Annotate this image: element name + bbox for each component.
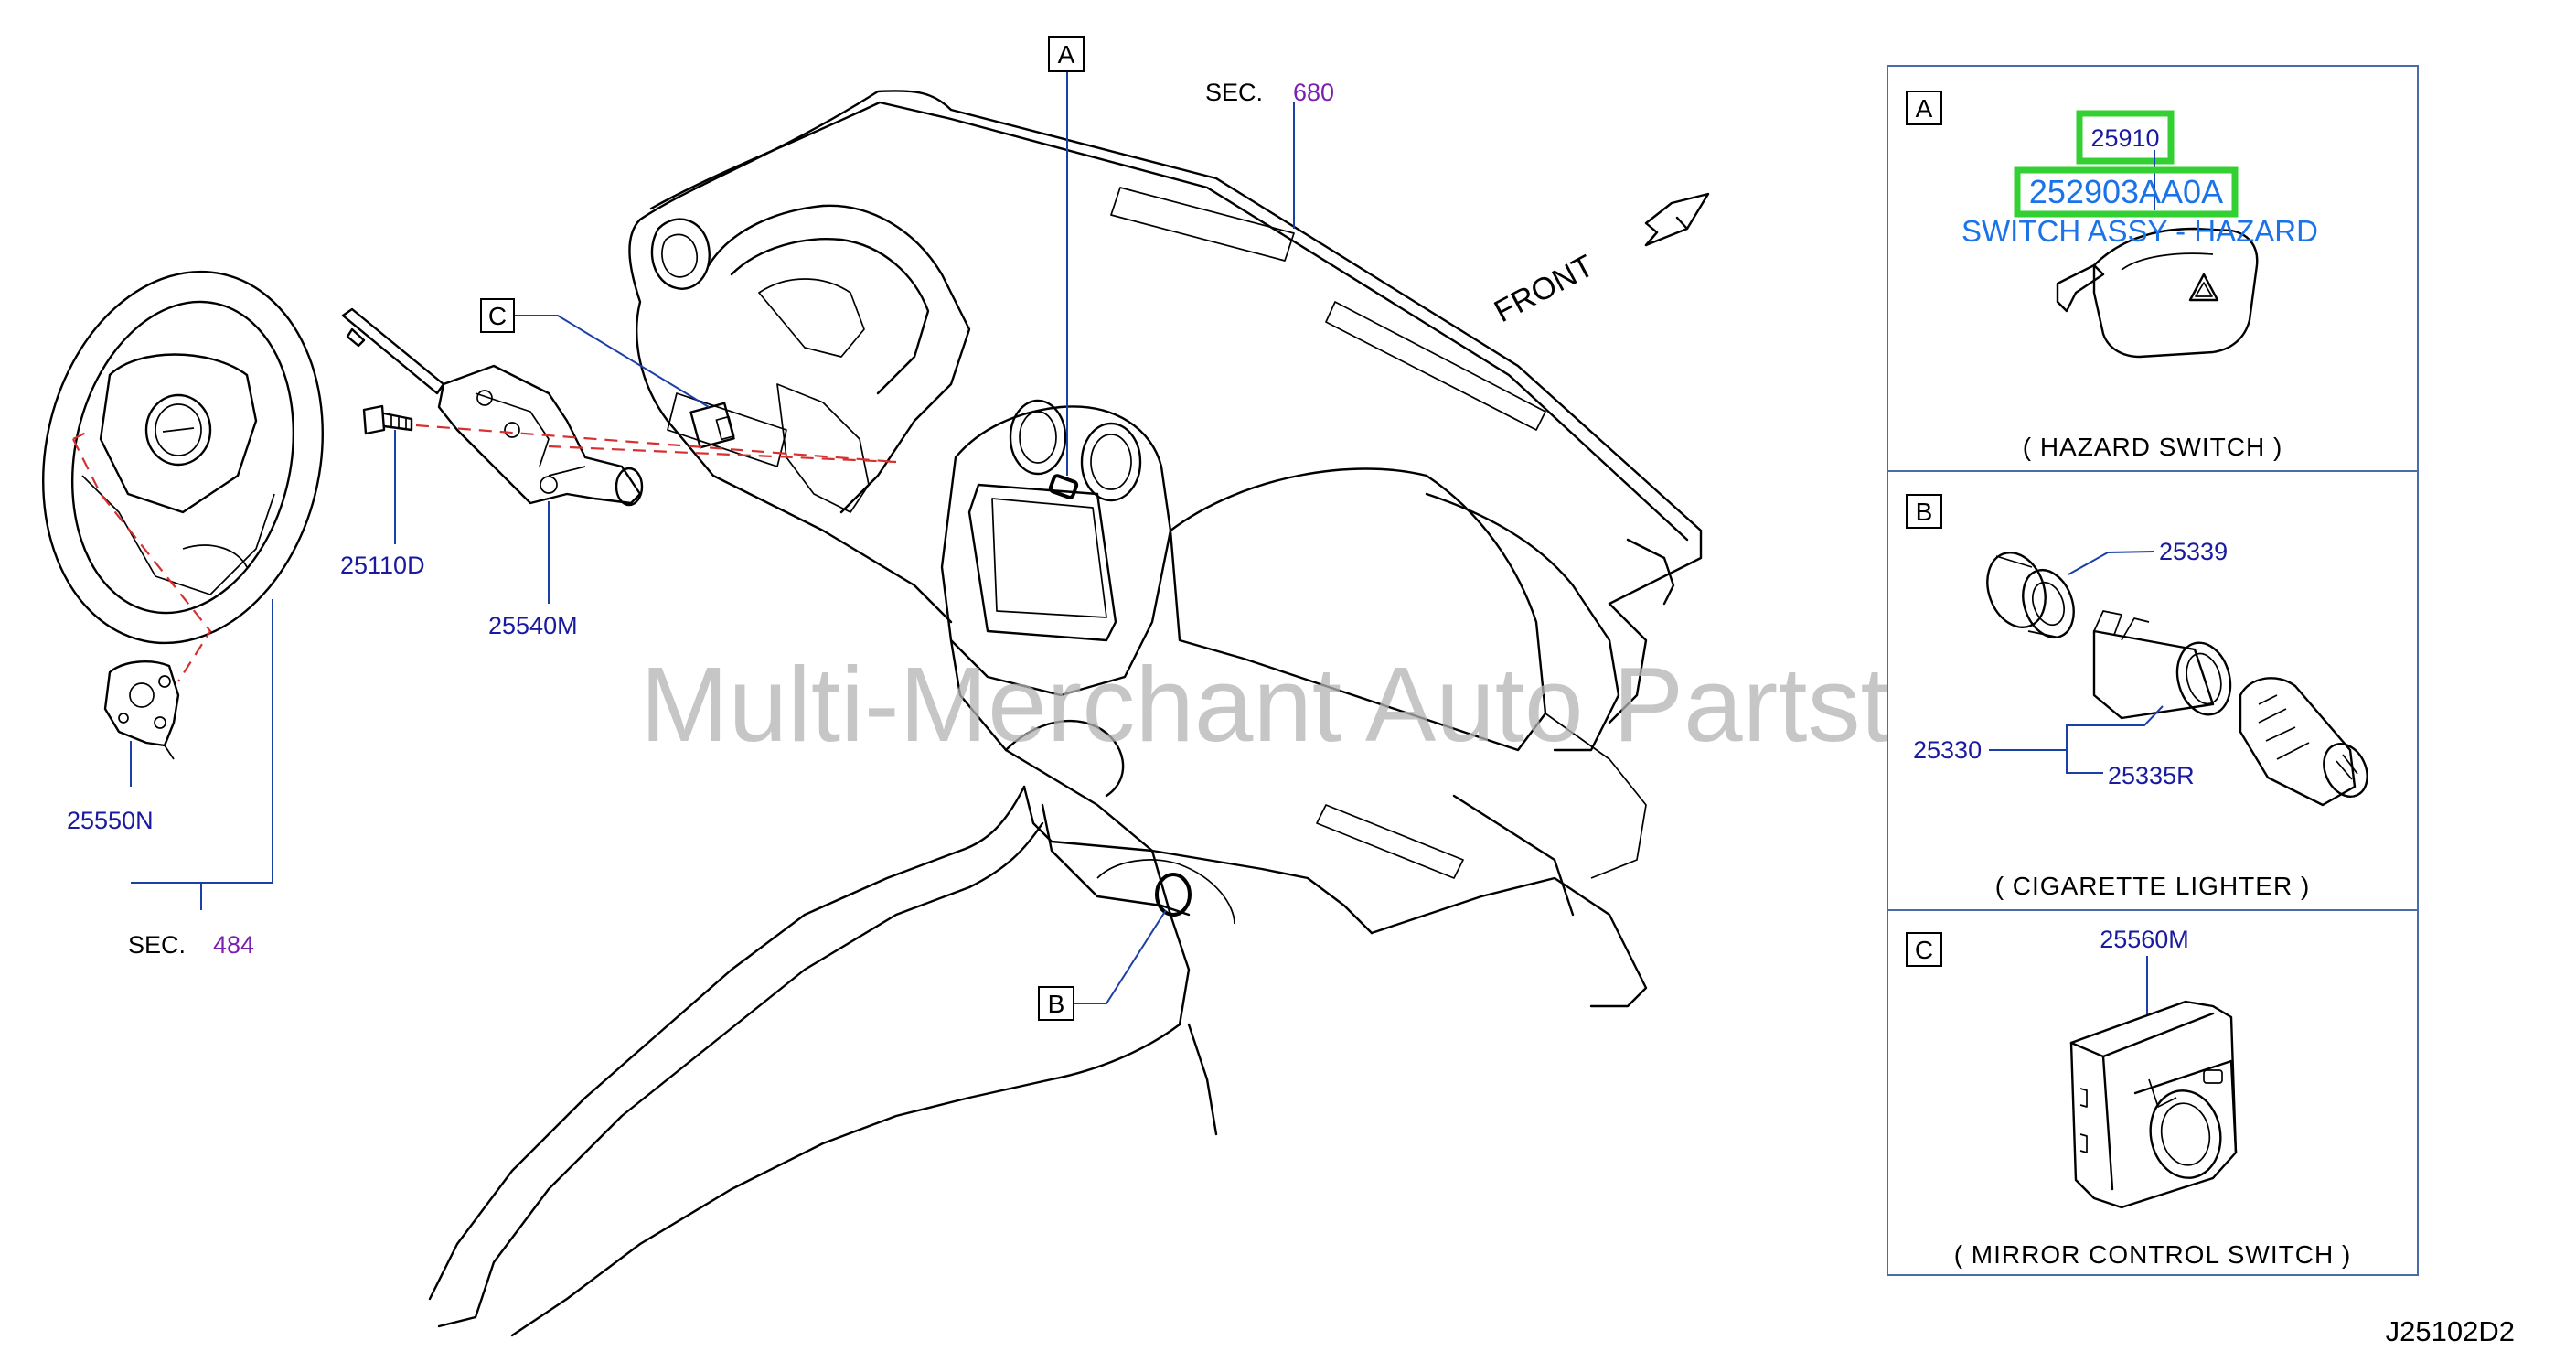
callout-a-label: A <box>1058 40 1075 69</box>
lighter-ring-drawing <box>1986 552 2075 638</box>
hazard-switch-drawing <box>2056 227 2259 359</box>
panel-b-caption: ( CIGARETTE LIGHTER ) <box>1995 872 2311 900</box>
callout-b-label: B <box>1048 990 1065 1018</box>
part-25550N[interactable]: 25550N <box>67 807 154 834</box>
callout-box-a[interactable]: A <box>1048 36 1085 72</box>
alignment-line-switch <box>72 438 212 682</box>
dashboard-drawing <box>428 90 1703 1337</box>
bolt-drawing <box>362 404 413 435</box>
panel-c: C 25560M ( MIRROR CONTROL SWITCH ) <box>1887 909 2419 1276</box>
hazard-triangle-icon <box>2188 273 2219 302</box>
part-25110D[interactable]: 25110D <box>340 552 425 579</box>
sec-484-prefix: SEC. <box>128 931 186 959</box>
lighter-plug-drawing <box>2239 677 2368 807</box>
front-arrow-icon <box>1644 192 1710 247</box>
panel-b-lighter-number[interactable]: 25330 <box>1913 736 1982 764</box>
panel-a-caption: ( HAZARD SWITCH ) <box>2023 433 2283 461</box>
panel-c-caption: ( MIRROR CONTROL SWITCH ) <box>1954 1240 2352 1269</box>
panel-a-oem-number[interactable]: 252903AA0A <box>2029 173 2223 210</box>
lighter-socket-drawing <box>2092 610 2232 720</box>
steering-switch-drawing <box>103 660 180 760</box>
panel-b: B 25339 25330 25335R ( CIGARETTE LIGHTER <box>1887 470 2419 911</box>
callout-c-label: C <box>488 302 507 330</box>
alignment-line-stalk <box>548 445 897 464</box>
combination-switch-drawing <box>341 307 644 507</box>
panel-a-label: A <box>1916 94 1933 123</box>
leader-25339 <box>2068 551 2154 575</box>
diagram-code: J25102D2 <box>2386 1315 2515 1347</box>
callout-box-b[interactable]: B <box>1038 986 1074 1021</box>
panel-b-socket-number[interactable]: 25335R <box>2108 762 2195 789</box>
front-label: FRONT <box>1489 249 1599 330</box>
mirror-switch-drawing <box>2069 1000 2238 1209</box>
panel-a-description: SWITCH ASSY - HAZARD <box>1961 214 2318 248</box>
panel-c-label: C <box>1915 936 1933 964</box>
panel-a-part-number[interactable]: 25910 <box>2090 124 2159 152</box>
part-25540M[interactable]: 25540M <box>488 612 578 639</box>
panel-b-ring-number[interactable]: 25339 <box>2159 538 2228 565</box>
front-indicator: FRONT <box>1489 192 1710 330</box>
leader-b <box>1074 909 1167 1004</box>
leader-sec484 <box>131 599 273 910</box>
sec-484-number[interactable]: 484 <box>213 931 254 959</box>
alignment-line-left <box>72 429 92 440</box>
watermark-text: Multi-Merchant Auto Partstore <box>640 645 2043 764</box>
leader-25330 <box>1989 705 2164 774</box>
steering-wheel-drawing <box>42 270 324 645</box>
sec-680-number[interactable]: 680 <box>1293 79 1334 106</box>
leader-c <box>514 315 710 408</box>
highlight-oem-number <box>2014 166 2239 218</box>
highlight-part-number <box>2076 110 2175 165</box>
panel-c-part-number[interactable]: 25560M <box>2100 926 2189 953</box>
alignment-line-wheel <box>415 424 897 464</box>
callout-box-c[interactable]: C <box>480 298 515 333</box>
panel-b-label: B <box>1916 498 1933 526</box>
panel-a: A 25910 252903AA0A SWITCH ASSY - HAZARD … <box>1887 65 2419 472</box>
sec-680-prefix: SEC. <box>1205 79 1263 106</box>
